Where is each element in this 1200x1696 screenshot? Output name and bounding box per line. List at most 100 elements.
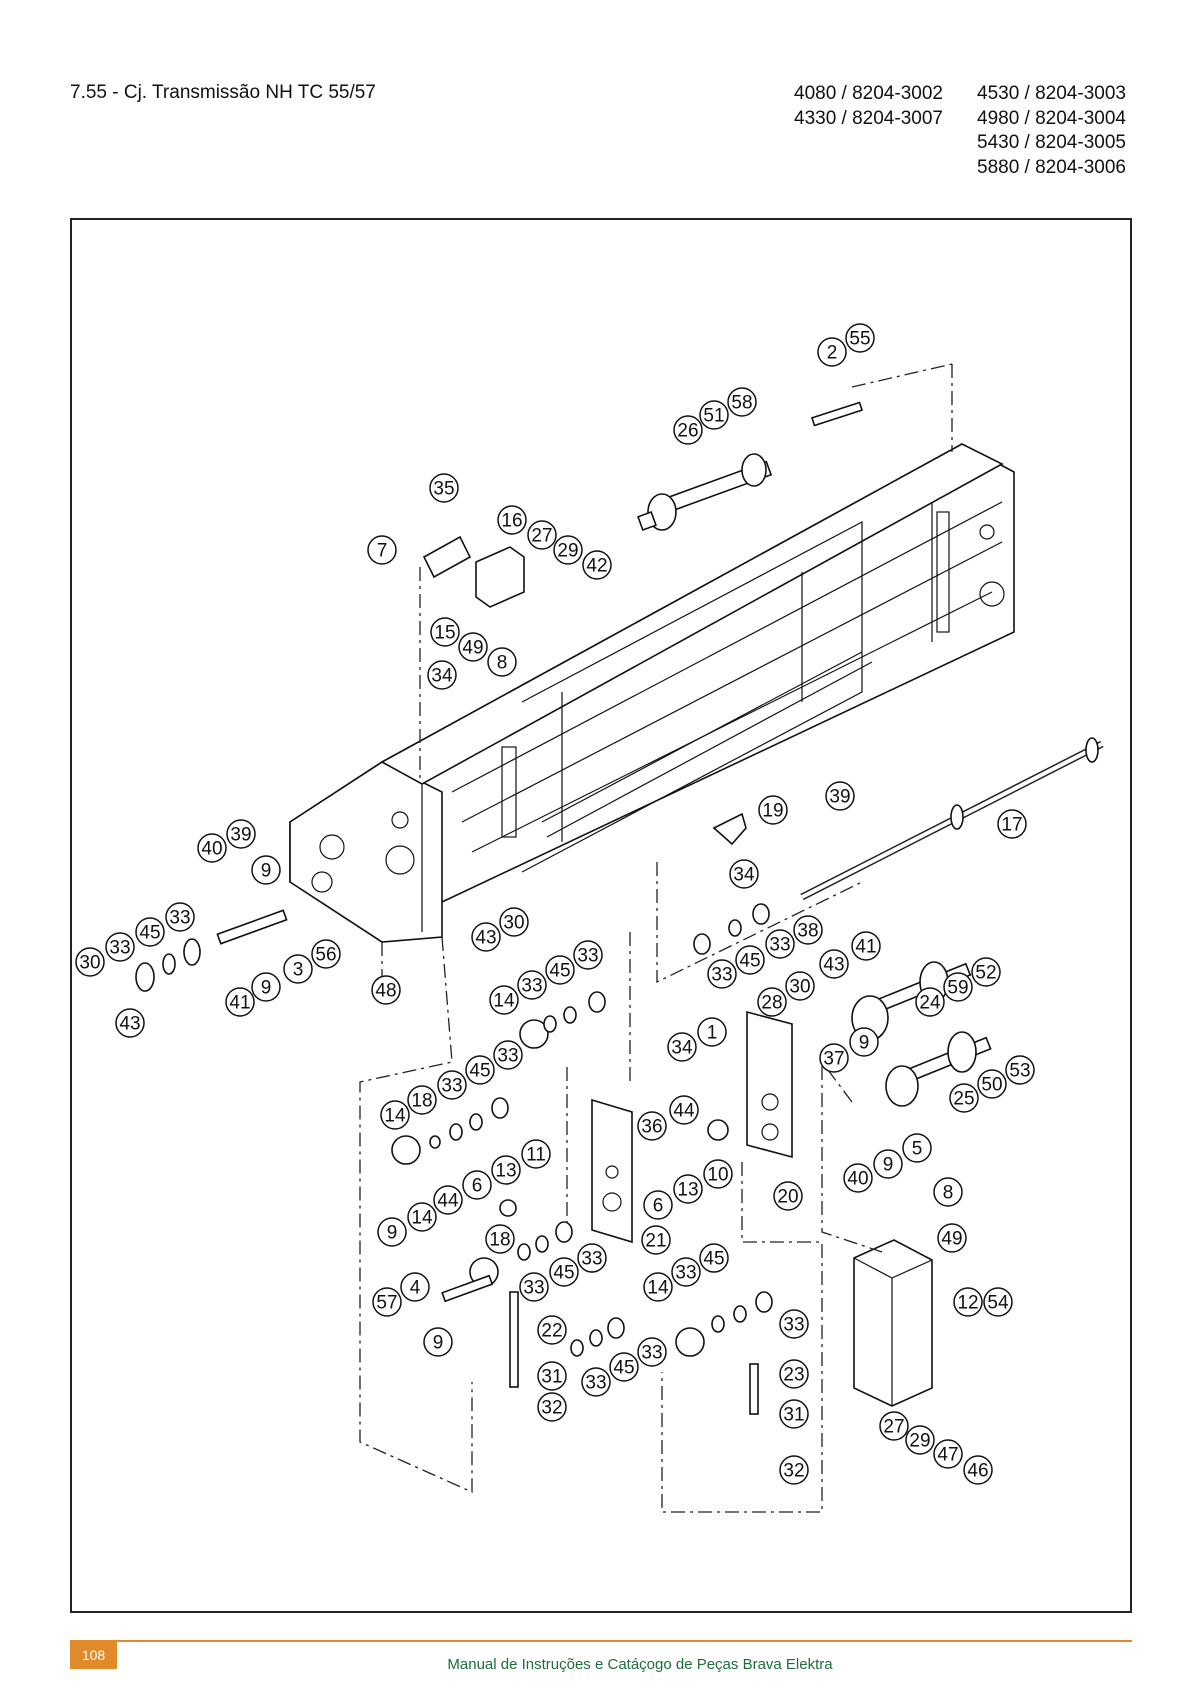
plate-20 (746, 1010, 793, 1159)
part-number-12: 12 (953, 1287, 983, 1317)
svg-text:44: 44 (437, 1191, 459, 1212)
svg-text:33: 33 (523, 1278, 544, 1299)
svg-text:18: 18 (489, 1230, 510, 1251)
part-number-45: 45 (609, 1352, 639, 1382)
exploded-parts-diagram: 2552651583516272942715498343919174039933… (75, 323, 1104, 1513)
svg-text:58: 58 (731, 393, 752, 414)
svg-text:9: 9 (261, 861, 272, 882)
part-number-32: 32 (779, 1455, 809, 1485)
shaft-17 (800, 737, 1104, 901)
svg-text:44: 44 (673, 1101, 695, 1122)
part-number-18: 18 (485, 1224, 515, 1254)
part-number-9: 9 (849, 1027, 879, 1057)
box-16 (475, 546, 525, 608)
part-number-58: 58 (727, 387, 757, 417)
part-number-45: 45 (699, 1243, 729, 1273)
part-number-31: 31 (537, 1361, 567, 1391)
part-number-45: 45 (545, 955, 575, 985)
part-number-34: 34 (729, 859, 759, 889)
part-number-19: 19 (758, 795, 788, 825)
svg-text:35: 35 (433, 479, 454, 500)
part-number-22: 22 (537, 1315, 567, 1345)
svg-text:22: 22 (541, 1321, 562, 1342)
part-number-36: 36 (637, 1111, 667, 1141)
svg-text:43: 43 (475, 928, 496, 949)
svg-text:23: 23 (783, 1365, 804, 1386)
model-code: 5880 / 8204-3006 (977, 156, 1126, 178)
bracket-19 (712, 812, 747, 846)
svg-text:40: 40 (201, 839, 222, 860)
part-number-49: 49 (937, 1223, 967, 1253)
part-number-43: 43 (471, 922, 501, 952)
svg-text:18: 18 (411, 1091, 432, 1112)
part-number-33: 33 (707, 959, 737, 989)
part-number-42: 42 (582, 550, 612, 580)
part-number-34: 34 (427, 660, 457, 690)
part-number-44: 44 (433, 1185, 463, 1215)
svg-text:45: 45 (613, 1358, 634, 1379)
svg-text:33: 33 (169, 908, 190, 929)
sprocket (675, 1327, 705, 1357)
chain-22 (509, 1291, 519, 1388)
part-number-31: 31 (779, 1399, 809, 1429)
svg-text:34: 34 (431, 666, 453, 687)
part-callouts: 2552651583516272942715498343919174039933… (75, 323, 1035, 1485)
part-number-33: 33 (437, 1070, 467, 1100)
svg-text:40: 40 (847, 1169, 868, 1190)
part-number-41: 41 (225, 987, 255, 1017)
part-number-24: 24 (915, 987, 945, 1017)
part-number-14: 14 (489, 985, 519, 1015)
svg-text:51: 51 (703, 406, 724, 427)
svg-text:41: 41 (229, 993, 250, 1014)
svg-text:48: 48 (375, 981, 396, 1002)
part-number-5: 5 (902, 1133, 932, 1163)
part-number-33: 33 (573, 940, 603, 970)
part-number-49: 49 (458, 632, 488, 662)
model-code: 4330 / 8204-3007 (794, 107, 943, 129)
svg-text:54: 54 (987, 1293, 1009, 1314)
svg-text:42: 42 (586, 556, 607, 577)
part-number-40: 40 (843, 1163, 873, 1193)
part-number-7: 7 (367, 535, 397, 565)
part-number-2: 2 (817, 337, 847, 367)
model-code: 5430 / 8204-3005 (977, 132, 1126, 153)
svg-text:12: 12 (957, 1293, 978, 1314)
svg-text:33: 33 (675, 1263, 696, 1284)
part-number-43: 43 (819, 949, 849, 979)
svg-text:33: 33 (641, 1343, 662, 1364)
svg-text:59: 59 (947, 978, 968, 999)
svg-text:28: 28 (761, 993, 782, 1014)
cardan-shaft-25 (885, 1031, 992, 1107)
part-number-20: 20 (773, 1181, 803, 1211)
svg-text:14: 14 (647, 1278, 669, 1299)
svg-text:6: 6 (472, 1176, 483, 1197)
svg-text:34: 34 (671, 1038, 693, 1059)
page-number: 108 (70, 1642, 117, 1669)
svg-text:50: 50 (981, 1075, 1002, 1096)
part-number-45: 45 (549, 1257, 579, 1287)
svg-text:33: 33 (711, 965, 732, 986)
part-number-10: 10 (703, 1159, 733, 1189)
svg-text:7: 7 (377, 541, 388, 562)
part-number-33: 33 (165, 902, 195, 932)
sprocket (391, 1135, 421, 1165)
svg-text:1: 1 (707, 1023, 718, 1044)
part-number-8: 8 (933, 1177, 963, 1207)
part-number-40: 40 (197, 833, 227, 863)
svg-text:39: 39 (829, 787, 850, 808)
svg-text:33: 33 (585, 1373, 606, 1394)
model-code: 4980 / 8204-3004 (977, 107, 1126, 129)
part-number-33: 33 (671, 1257, 701, 1287)
part-number-46: 46 (963, 1455, 993, 1485)
svg-text:33: 33 (497, 1046, 518, 1067)
svg-text:45: 45 (139, 923, 160, 944)
svg-text:10: 10 (707, 1165, 728, 1186)
svg-text:9: 9 (433, 1333, 444, 1354)
svg-text:16: 16 (501, 511, 522, 532)
part-number-15: 15 (430, 617, 460, 647)
part-number-18: 18 (407, 1085, 437, 1115)
part-number-33: 33 (581, 1367, 611, 1397)
part-number-45: 45 (135, 917, 165, 947)
svg-text:45: 45 (469, 1061, 490, 1082)
svg-text:25: 25 (953, 1089, 974, 1110)
